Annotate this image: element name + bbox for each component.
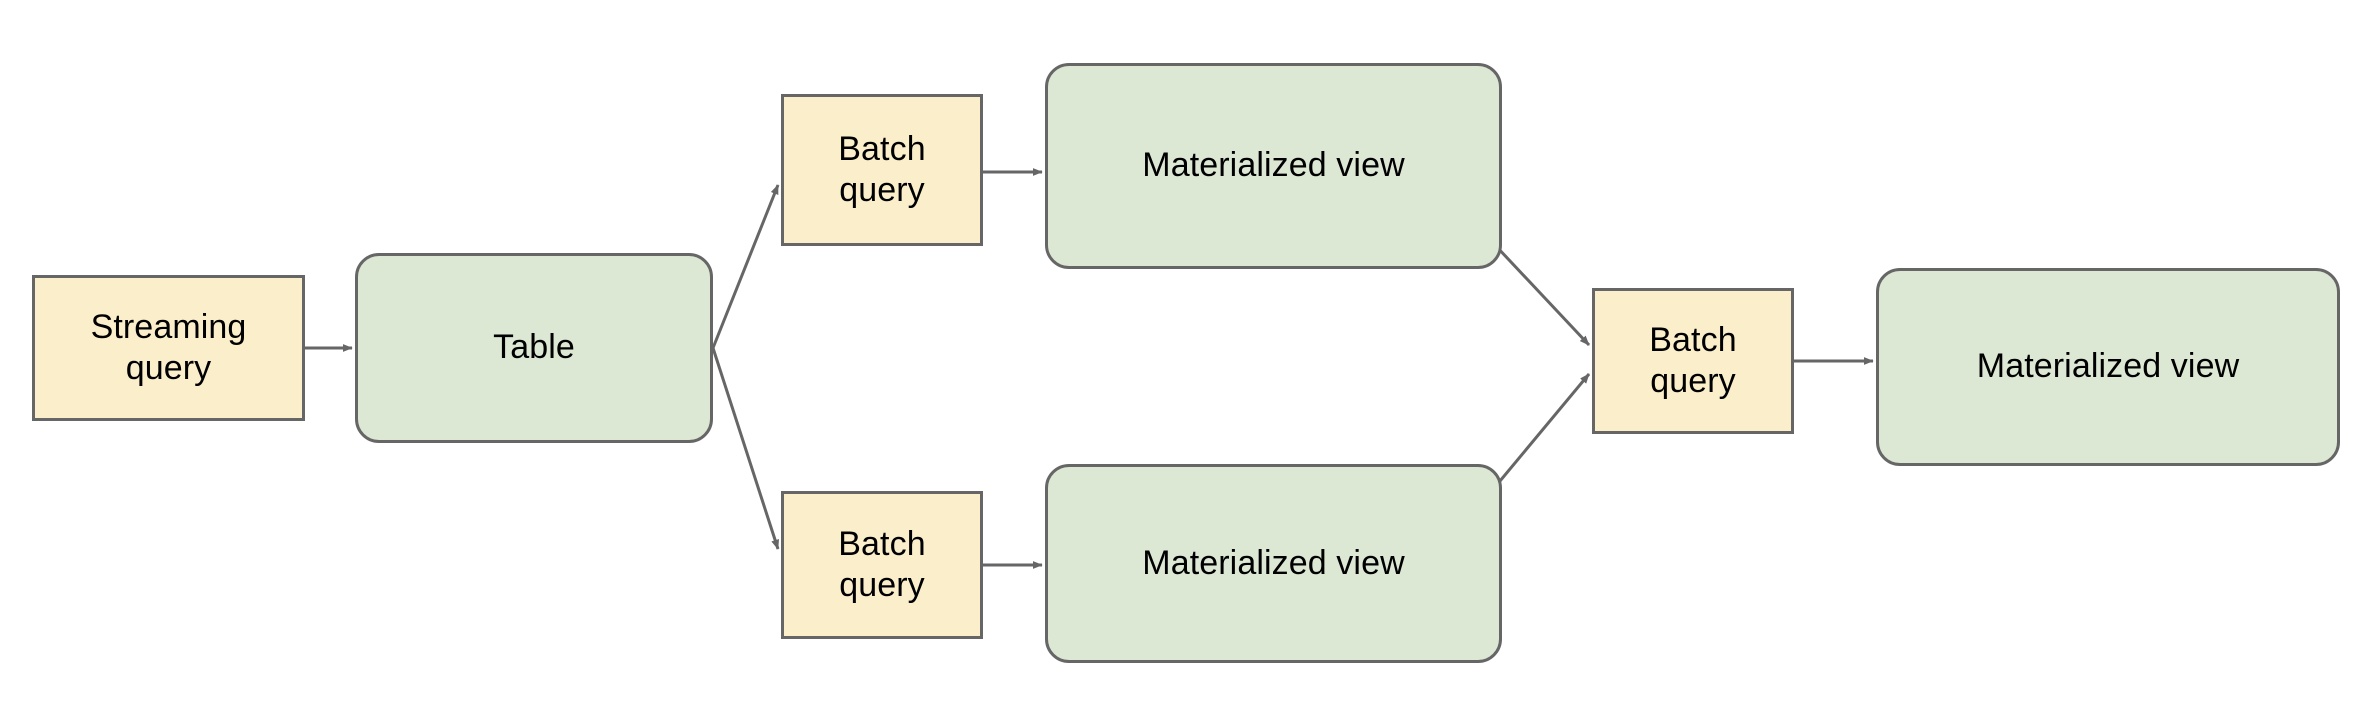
node-label-materialized-view-bottom: Materialized view bbox=[1142, 543, 1405, 582]
node-materialized-view-bottom[interactable]: Materialized view bbox=[1045, 464, 1502, 663]
node-label-streaming-query: Streaming query bbox=[90, 307, 247, 387]
edge-mv-top-to-batch-center bbox=[1493, 243, 1591, 347]
edge-paths bbox=[305, 168, 1874, 569]
node-label-batch-query-top: Batch query bbox=[838, 129, 926, 209]
node-batch-query-bottom[interactable]: Batch query bbox=[781, 491, 983, 639]
node-label-batch-query-center: Batch query bbox=[1649, 320, 1737, 400]
node-batch-query-top[interactable]: Batch query bbox=[781, 94, 983, 246]
node-label-batch-query-bottom: Batch query bbox=[838, 524, 926, 604]
edge-mv-bottom-to-batch-center bbox=[1493, 373, 1591, 488]
node-streaming-query[interactable]: Streaming query bbox=[32, 275, 305, 421]
edge-table-to-batch-bottom bbox=[711, 347, 780, 550]
node-materialized-view-right[interactable]: Materialized view bbox=[1876, 268, 2340, 466]
node-label-materialized-view-top: Materialized view bbox=[1142, 146, 1405, 185]
node-batch-query-center[interactable]: Batch query bbox=[1592, 288, 1794, 434]
node-materialized-view-top[interactable]: Materialized view bbox=[1045, 63, 1502, 269]
edge-table-to-batch-top bbox=[711, 184, 780, 349]
node-label-materialized-view-right: Materialized view bbox=[1976, 347, 2240, 386]
node-table[interactable]: Table bbox=[355, 253, 713, 443]
node-label-table: Table bbox=[493, 328, 575, 367]
